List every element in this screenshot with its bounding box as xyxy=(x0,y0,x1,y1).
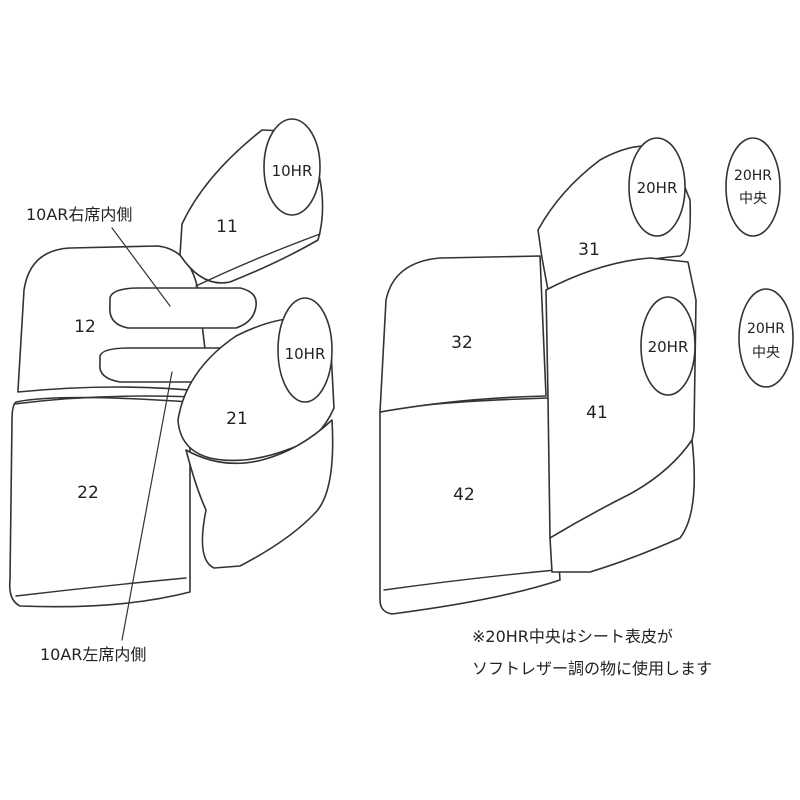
label-headrest-20hr-bottom: 20HR xyxy=(648,338,689,356)
label-part-21: 21 xyxy=(226,409,248,429)
headrest-20hr-bottom xyxy=(640,296,696,396)
part-42-right-cushion xyxy=(379,397,561,615)
note-line-2: ソフトレザー調の物に使用します xyxy=(472,659,712,678)
label-part-12: 12 xyxy=(74,317,96,337)
callout-10ar-right-inner: 10AR右席内側 xyxy=(26,205,132,224)
part-22-bottom-seam xyxy=(15,577,187,597)
part-11-lower-seam xyxy=(195,233,321,287)
label-headrest-20hr-center-top-1: 20HR xyxy=(734,168,772,184)
label-headrest-20hr-center-bottom-1: 20HR xyxy=(747,321,785,337)
leader-10ar-left-inner xyxy=(121,371,173,641)
part-42-bottom-seam xyxy=(383,569,557,591)
label-headrest-20hr-center-top-2: 中央 xyxy=(739,191,767,207)
callout-10ar-left-inner: 10AR左席内側 xyxy=(40,645,146,664)
label-part-22: 22 xyxy=(77,483,99,503)
headrest-20hr-center-top xyxy=(725,137,781,237)
part-21-flap xyxy=(185,419,334,569)
label-headrest-10hr-top: 10HR xyxy=(272,162,313,180)
part-41-flap xyxy=(549,439,696,573)
label-headrest-20hr-center-bottom-2: 中央 xyxy=(752,345,780,361)
label-part-42: 42 xyxy=(453,485,475,505)
headrest-20hr-top xyxy=(628,137,686,237)
part-32-right-backrest xyxy=(379,255,547,413)
label-part-32: 32 xyxy=(451,333,473,353)
headrest-10hr-top xyxy=(263,118,321,216)
label-part-41: 41 xyxy=(586,403,608,423)
headrest-10hr-bottom xyxy=(277,297,333,403)
label-part-31: 31 xyxy=(578,240,600,260)
leader-10ar-right-inner xyxy=(111,227,171,307)
note-line-1: ※20HR中央はシート表皮が xyxy=(472,627,673,646)
label-headrest-10hr-bottom: 10HR xyxy=(285,345,326,363)
headrest-20hr-center-bottom xyxy=(738,288,794,388)
part-22-left-cushion xyxy=(8,396,191,608)
label-part-11: 11 xyxy=(216,217,238,237)
label-headrest-20hr-top: 20HR xyxy=(637,179,678,197)
armrest-pad-upper xyxy=(109,287,257,329)
